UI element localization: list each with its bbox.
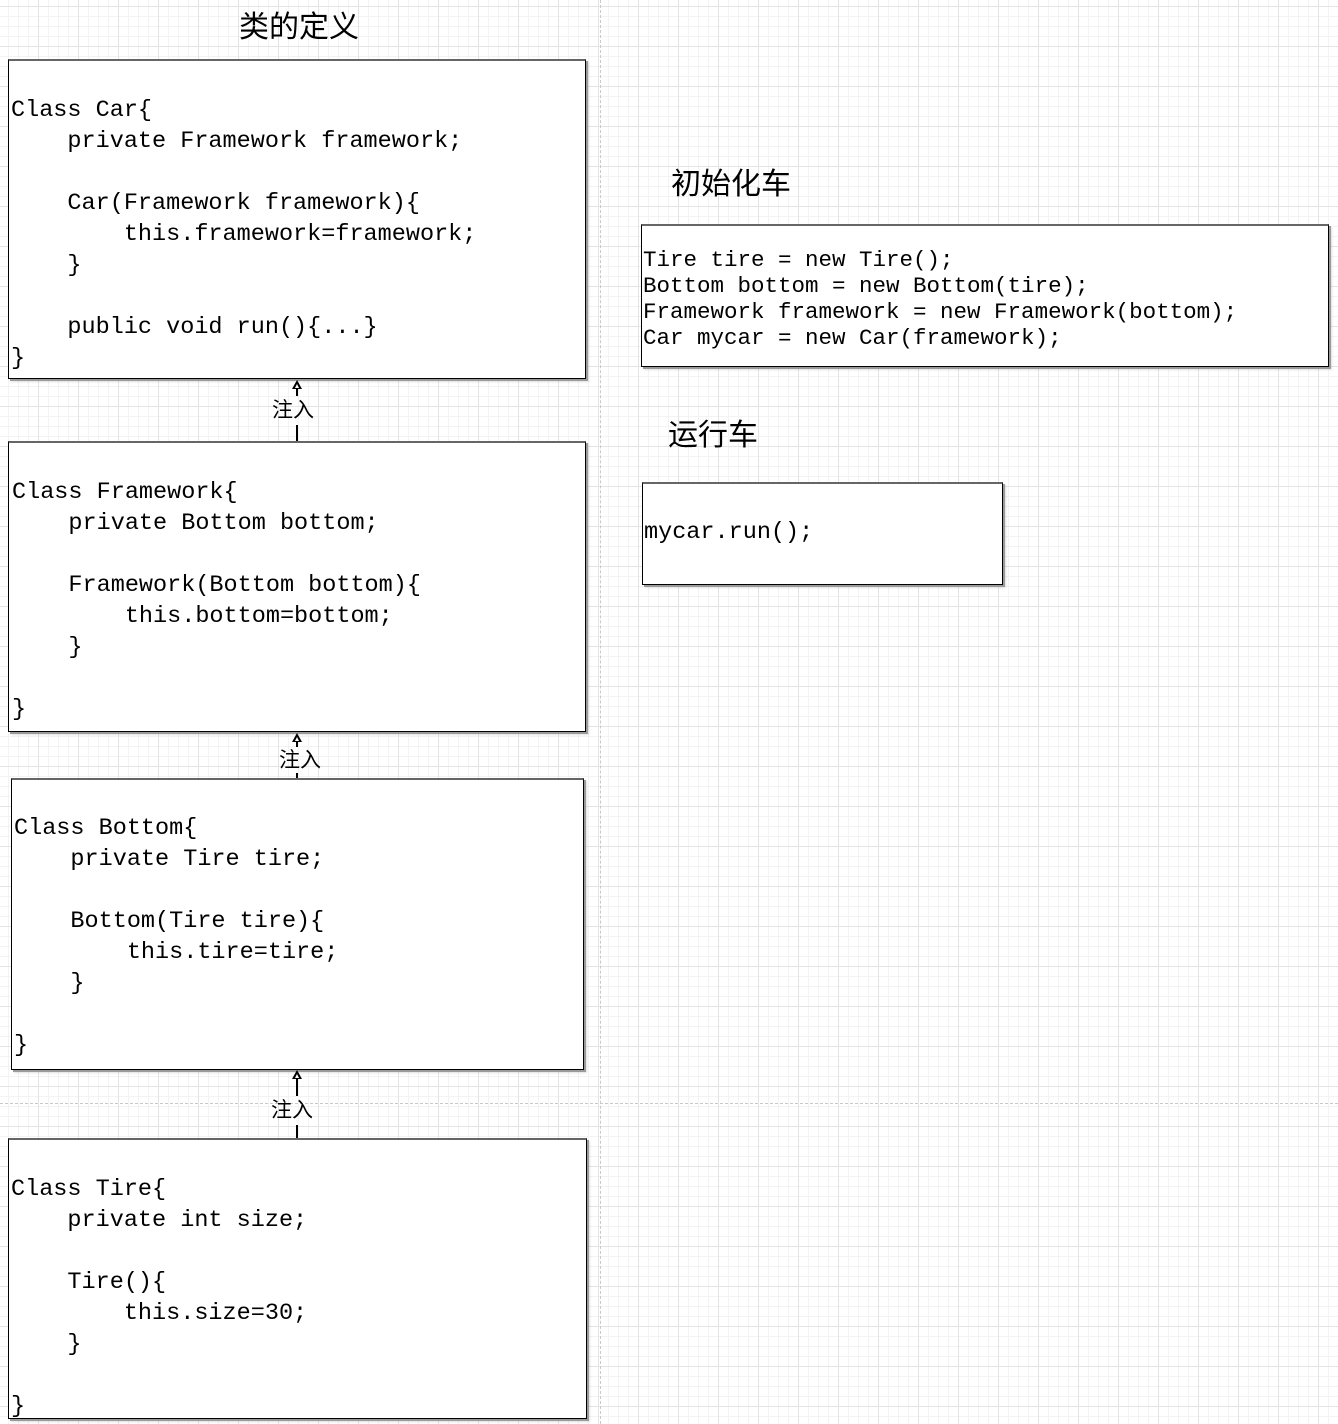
code-line: } <box>12 696 27 723</box>
connector-line[interactable] <box>296 388 298 396</box>
init-code-box[interactable]: Tire tire = new Tire();Bottom bottom = n… <box>641 224 1329 367</box>
code-line: Bottom bottom = new Bottom(tire); <box>643 273 1089 299</box>
code-line: Car(Framework framework){ <box>11 190 420 217</box>
code-line: this.bottom=bottom; <box>12 603 393 630</box>
code-line: private Tire tire; <box>14 846 325 873</box>
run-code: mycar.run(); <box>644 517 813 548</box>
code-line: Car mycar = new Car(framework); <box>643 325 1062 351</box>
inject-label: 注入 <box>271 1098 313 1122</box>
code-line: } <box>11 345 26 372</box>
code-line: } <box>14 970 85 997</box>
class-definitions-title: 类的定义 <box>239 10 359 45</box>
connector-line[interactable] <box>296 1125 298 1138</box>
inject-label: 注入 <box>279 748 321 772</box>
code-line: Class Car{ <box>11 97 153 124</box>
tire-class-code: Class Tire{ private int size; Tire(){ th… <box>11 1174 307 1422</box>
code-line <box>11 157 476 188</box>
code-line: Framework(Bottom bottom){ <box>12 572 421 599</box>
code-line: Bottom(Tire tire){ <box>14 908 325 935</box>
tire-class-box[interactable]: Class Tire{ private int size; Tire(){ th… <box>8 1138 587 1422</box>
car-class-code: Class Car{ private Framework framework; … <box>11 95 476 374</box>
code-line: private int size; <box>11 1207 308 1234</box>
framework-class-code: Class Framework{ private Bottom bottom; … <box>12 477 421 725</box>
code-line: Tire(){ <box>11 1269 167 1296</box>
code-line: Class Tire{ <box>11 1176 167 1203</box>
arrowhead-icon <box>292 380 302 389</box>
connector-line[interactable] <box>296 773 298 778</box>
code-line: } <box>11 1331 82 1358</box>
code-line: private Bottom bottom; <box>12 510 379 537</box>
code-line: private Framework framework; <box>11 128 463 155</box>
run-car-title: 运行车 <box>668 418 758 453</box>
connector-line[interactable] <box>296 425 298 441</box>
code-line <box>14 875 338 906</box>
bottom-class-code: Class Bottom{ private Tire tire; Bottom(… <box>14 813 338 1061</box>
page-boundary-vertical <box>600 0 601 1424</box>
connector-line[interactable] <box>296 741 298 747</box>
car-class-box[interactable]: Class Car{ private Framework framework; … <box>8 59 586 379</box>
framework-class-box[interactable]: Class Framework{ private Bottom bottom; … <box>8 441 586 732</box>
code-line: public void run(){...} <box>11 314 378 341</box>
arrowhead-icon <box>292 1070 302 1079</box>
code-line: } <box>12 634 83 661</box>
bottom-class-box[interactable]: Class Bottom{ private Tire tire; Bottom(… <box>11 778 584 1070</box>
run-code-box[interactable]: mycar.run(); <box>642 482 1003 585</box>
code-line: this.tire=tire; <box>14 939 339 966</box>
code-line: Class Bottom{ <box>14 815 198 842</box>
code-line: Framework framework = new Framework(bott… <box>643 299 1238 325</box>
code-line <box>11 1360 307 1391</box>
code-line: Class Framework{ <box>12 479 238 506</box>
code-line: this.size=30; <box>11 1300 308 1327</box>
code-line: this.framework=framework; <box>11 221 477 248</box>
connector-line[interactable] <box>296 1078 298 1096</box>
code-line: mycar.run(); <box>644 519 814 546</box>
code-line: } <box>14 1032 29 1059</box>
code-line: } <box>11 252 82 279</box>
page-boundary-horizontal <box>0 1103 1338 1104</box>
code-line <box>11 1236 307 1267</box>
code-line <box>14 999 338 1030</box>
code-line <box>11 281 476 312</box>
init-code: Tire tire = new Tire();Bottom bottom = n… <box>643 247 1237 351</box>
arrowhead-icon <box>292 733 302 742</box>
code-line: } <box>11 1393 26 1420</box>
code-line: Tire tire = new Tire(); <box>643 247 954 273</box>
inject-label: 注入 <box>272 398 314 422</box>
code-line <box>12 663 421 694</box>
code-line <box>12 539 421 570</box>
initialize-car-title: 初始化车 <box>671 167 791 202</box>
